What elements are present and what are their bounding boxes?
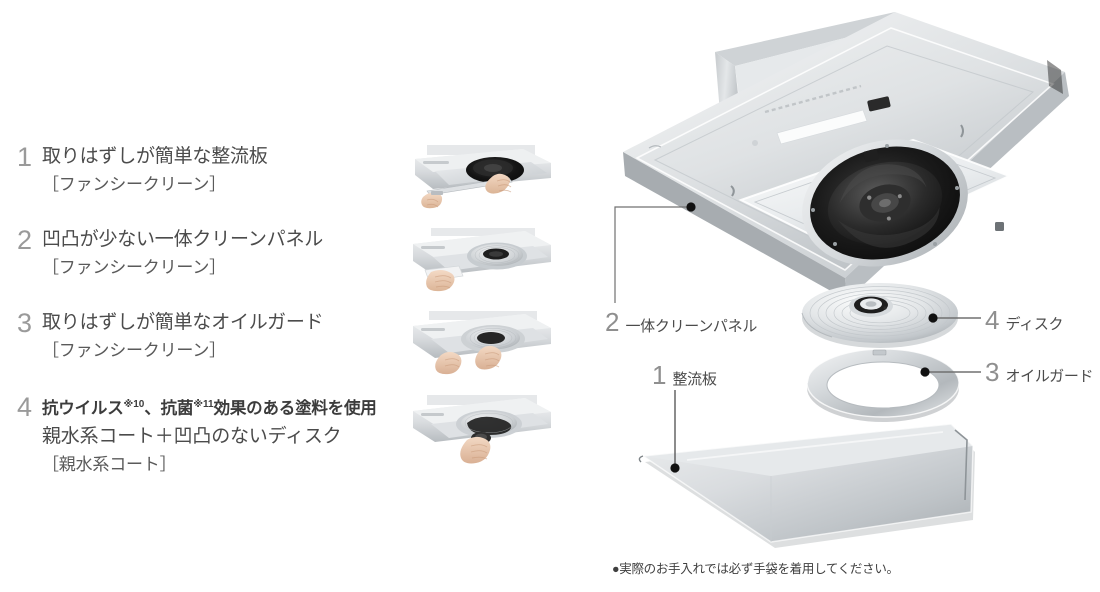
callout-number-2: 2 xyxy=(605,307,620,337)
callout-3-oil-guard: 3 オイルガード xyxy=(985,357,1094,387)
callout-label-2: 一体クリーンパネル xyxy=(625,318,758,335)
feature-number-3: 3 xyxy=(16,308,32,338)
feature-subtitle-3: ［ファンシークリーン］ xyxy=(42,341,226,360)
feature-title-3: 取りはずしが簡単なオイルガード xyxy=(42,312,324,333)
callout-label-1: 整流板 xyxy=(672,371,717,388)
callout-label-3: オイルガード xyxy=(1005,368,1094,385)
feature-body-3: 取りはずしが簡単なオイルガード ［ファンシークリーン］ xyxy=(42,308,324,364)
thumbnail-photo-2 xyxy=(405,228,551,301)
callout-4-disk: 4 ディスク xyxy=(985,305,1064,335)
callout-1-rectifier-plate: 1 整流板 xyxy=(652,362,717,390)
exploded-product-illustration xyxy=(595,0,1100,592)
feature-number-4: 4 xyxy=(16,392,32,422)
feature-title-4-part3: 効果のある塗料を使用 xyxy=(213,399,377,418)
callout-number-4: 4 xyxy=(985,305,1000,335)
callout-label-4: ディスク xyxy=(1005,316,1064,333)
callout-number-1: 1 xyxy=(652,360,667,390)
feature-title-2: 凹凸が少ない一体クリーンパネル xyxy=(42,229,324,250)
feature-subtitle-1: ［ファンシークリーン］ xyxy=(42,175,226,194)
feature-title-4-part2: 、抗菌 xyxy=(144,399,194,418)
callout-2-clean-panel: 2 一体クリーンパネル xyxy=(605,309,757,337)
feature-title-4: 抗ウイルス※10、抗菌※11効果のある塗料を使用 xyxy=(42,392,377,422)
thumbnail-photo-3 xyxy=(405,311,551,384)
feature-body-4: 抗ウイルス※10、抗菌※11効果のある塗料を使用 親水系コート＋凹凸のないディス… xyxy=(42,392,377,478)
footnote-text: ●実際のお手入れでは必ず手袋を着用してください。 xyxy=(612,562,899,576)
feature-title-1: 取りはずしが簡単な整流板 xyxy=(42,146,268,167)
feature-number-2: 2 xyxy=(16,225,32,255)
feature-item-1: 1 取りはずしが簡単な整流板 ［ファンシークリーン］ xyxy=(0,142,268,198)
thumbnail-photo-1 xyxy=(405,145,551,218)
feature-subtitle-4: ［親水系コート］ xyxy=(42,454,177,474)
feature-title-4-footnote-ref-10: ※10 xyxy=(123,399,145,410)
feature-item-3: 3 取りはずしが簡単なオイルガード ［ファンシークリーン］ xyxy=(0,308,324,364)
feature-body-2: 凹凸が少ない一体クリーンパネル ［ファンシークリーン］ xyxy=(42,225,323,281)
thumbnail-photo-4 xyxy=(405,395,551,468)
feature-item-4: 4 抗ウイルス※10、抗菌※11効果のある塗料を使用 親水系コート＋凹凸のないデ… xyxy=(0,392,377,478)
feature-title-4-part1: 抗ウイルス xyxy=(42,399,124,418)
callout-number-3: 3 xyxy=(985,357,1000,387)
feature-title-4-line2: 親水系コート＋凹凸のないディスク xyxy=(42,425,342,447)
feature-subtitle-2: ［ファンシークリーン］ xyxy=(42,258,226,277)
feature-title-4-footnote-ref-11: ※11 xyxy=(193,399,214,410)
feature-number-1: 1 xyxy=(16,142,32,172)
feature-item-2: 2 凹凸が少ない一体クリーンパネル ［ファンシークリーン］ xyxy=(0,225,323,281)
feature-body-1: 取りはずしが簡単な整流板 ［ファンシークリーン］ xyxy=(42,142,268,198)
